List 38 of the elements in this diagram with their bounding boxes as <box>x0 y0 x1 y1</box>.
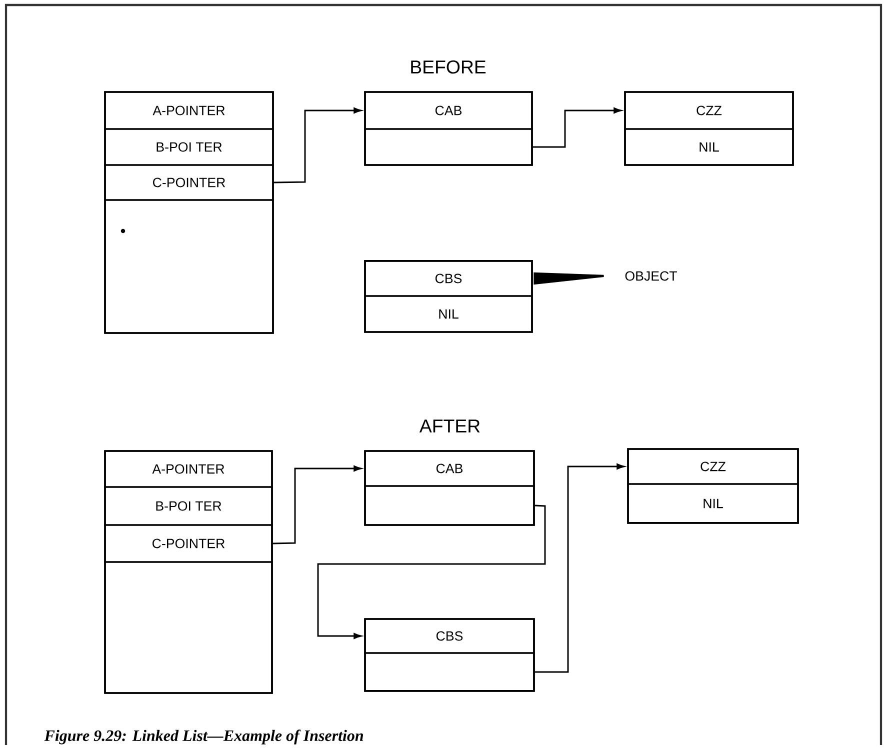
section-heading: BEFORE <box>411 60 486 74</box>
arrow <box>317 504 546 639</box>
record-box <box>364 450 535 526</box>
record-field: CAB <box>364 450 535 487</box>
record-box <box>627 448 799 524</box>
record-field: NIL <box>364 295 533 333</box>
section-heading: AFTER <box>419 420 480 432</box>
record-field <box>364 652 535 692</box>
record-field: B-POI TER <box>104 486 273 526</box>
record-field: NIL <box>624 128 794 166</box>
record-field <box>104 199 274 334</box>
record-box <box>624 91 794 166</box>
record-box <box>364 260 533 333</box>
record-field <box>364 485 535 526</box>
arrow <box>274 108 362 184</box>
arrow <box>272 466 362 544</box>
figure-caption: Figure 9.29: Linked List—Example of Insertion <box>40 726 368 748</box>
record-field: C-POINTER <box>104 524 273 563</box>
pointer-wedge <box>534 272 605 285</box>
arrow <box>532 108 622 148</box>
record-box <box>104 450 273 694</box>
record-field: CAB <box>364 91 533 130</box>
record-field: A-POINTER <box>104 91 274 130</box>
record-field: NIL <box>627 483 799 524</box>
record-field: CBS <box>364 260 533 297</box>
record-field: CZZ <box>627 448 799 485</box>
record-field: CBS <box>364 618 535 654</box>
record-box <box>364 91 533 166</box>
record-field: B-POI TER <box>104 128 274 166</box>
record-field <box>364 128 533 166</box>
record-box <box>364 618 535 692</box>
arrow <box>534 464 624 673</box>
record-field: C-POINTER <box>104 164 274 201</box>
pointer-label: OBJECT <box>625 271 677 281</box>
record-field: CZZ <box>624 91 794 130</box>
record-field: A-POINTER <box>104 450 273 488</box>
record-box <box>104 91 274 334</box>
record-field <box>104 561 273 694</box>
